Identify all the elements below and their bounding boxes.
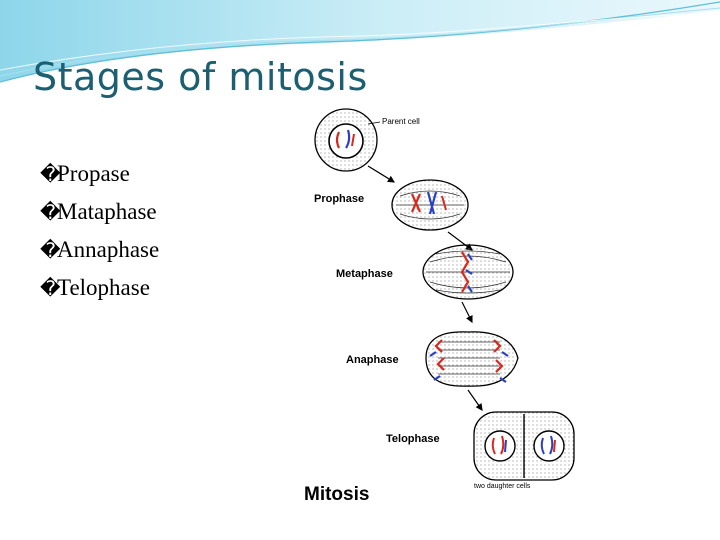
bullet-marker: � — [40, 276, 61, 300]
bullet-marker: � — [40, 162, 61, 186]
bullet-text: Propase — [57, 161, 130, 186]
bullet-text: Mataphase — [57, 199, 157, 224]
parent-cell — [314, 108, 378, 172]
metaphase-cell — [422, 244, 514, 300]
bullet-text: Annaphase — [57, 237, 160, 262]
telophase-cells — [473, 411, 575, 481]
prophase-label: Prophase — [314, 193, 364, 205]
bullet-list: �Propase �Mataphase �Annaphase �Telophas… — [40, 155, 159, 307]
bullet-item: �Telophase — [40, 269, 159, 307]
anaphase-cell — [425, 331, 519, 387]
telophase-label: Telophase — [386, 433, 440, 445]
bullet-marker: � — [40, 238, 61, 262]
bullet-item: �Mataphase — [40, 193, 159, 231]
mitosis-diagram: Parent cell Prophase Metaphase Anaphase … — [296, 104, 608, 506]
bullet-marker: � — [40, 200, 61, 224]
slide-title: Stages of mitosis — [33, 55, 368, 99]
metaphase-label: Metaphase — [336, 268, 393, 280]
bullet-text: Telophase — [57, 275, 150, 300]
parent-cell-label: Parent cell — [382, 117, 420, 126]
daughter-cells-label: two daughter cells — [474, 483, 531, 490]
figure-caption: Mitosis — [304, 484, 369, 505]
anaphase-label: Anaphase — [346, 354, 399, 366]
bullet-item: �Annaphase — [40, 231, 159, 269]
header-banner-graphic — [0, 0, 720, 83]
bullet-item: �Propase — [40, 155, 159, 193]
prophase-cell — [391, 179, 469, 231]
